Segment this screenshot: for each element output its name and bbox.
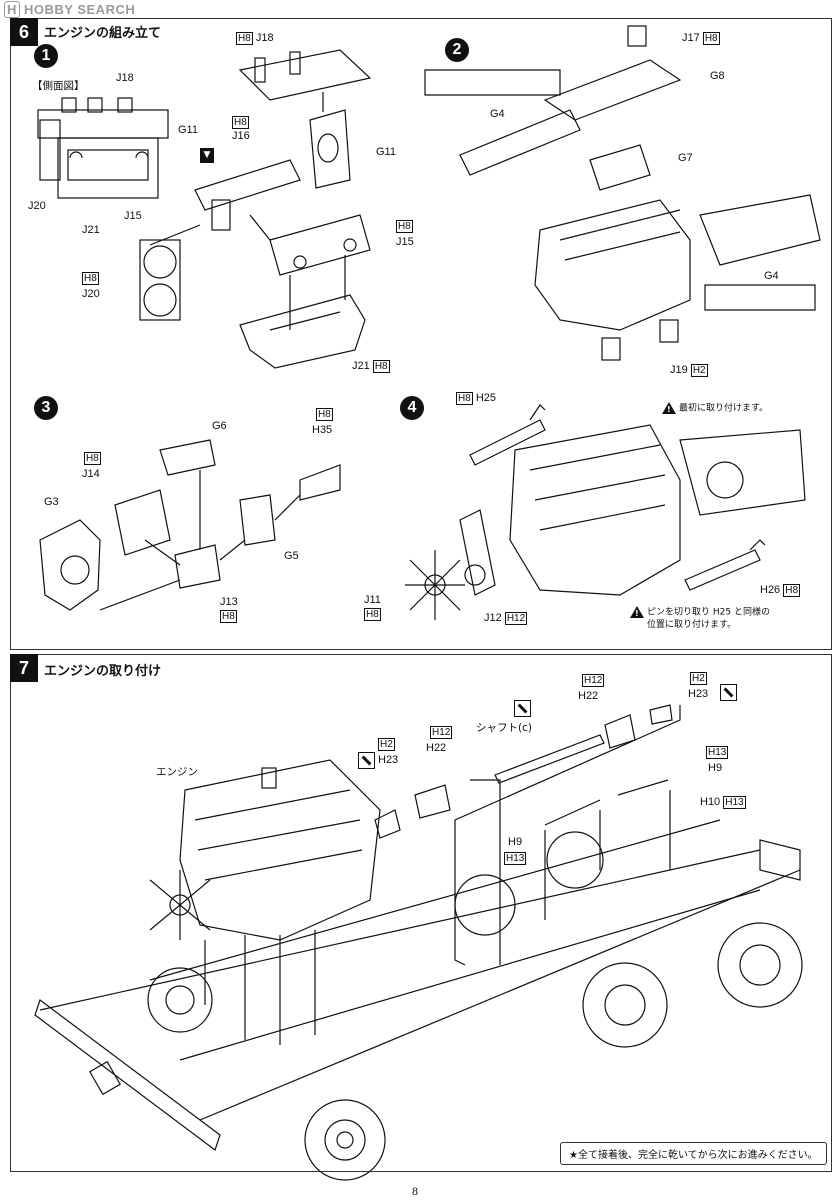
label-h8-j18: H8 J18 (236, 32, 274, 45)
label-h2-right: H2 (690, 672, 707, 685)
label-j18-side: J18 (116, 72, 134, 84)
label-j12-h12: J12 H12 (484, 612, 528, 625)
label-h13-bottom: H13 (504, 852, 527, 865)
label-h9-bottom: H9 (508, 836, 523, 848)
label-j19-h2: J19 H2 (670, 364, 708, 377)
label-j20: J20 (82, 288, 100, 300)
label-h13-top: H13 (706, 746, 729, 759)
label-j14: J14 (82, 468, 100, 480)
label-g5: G5 (284, 550, 299, 562)
label-g3: G3 (44, 496, 59, 508)
step7-frame (10, 654, 832, 1172)
label-h8-j11: H8 (364, 608, 381, 621)
cement-icon (358, 752, 375, 769)
label-h8-h35: H8 (316, 408, 333, 421)
cement-icon (514, 700, 531, 717)
side-view-label: 【側面図】 (32, 80, 85, 92)
note-first-install: 最初に取り付けます。 (662, 402, 768, 416)
watermark: H HOBBY SEARCH (4, 1, 135, 18)
label-h35: H35 (312, 424, 333, 436)
label-h8-j15: H8 (396, 220, 413, 233)
substep-3: 3 (34, 396, 58, 420)
label-j17-h8: J17 H8 (682, 32, 720, 45)
label-g6: G6 (212, 420, 227, 432)
label-g8: G8 (710, 70, 725, 82)
footnote: ★全て接着後、完全に乾いてから次にお進みください。 (560, 1142, 827, 1165)
label-h9-top: H9 (708, 762, 723, 774)
step6-number: 6 (10, 18, 38, 46)
label-h12-right: H12 (582, 674, 605, 687)
label-j15-side: J15 (124, 210, 142, 222)
warning-icon (662, 402, 676, 416)
step6-frame (10, 18, 832, 650)
label-h8-j13: H8 (220, 610, 237, 623)
label-shaft: シャフト(c) (476, 722, 532, 734)
label-h26-h8: H26 H8 (760, 584, 801, 597)
label-h2-left: H2 (378, 738, 395, 751)
label-h8-j16: H8 (232, 116, 249, 129)
step7-title: エンジンの取り付け (44, 664, 162, 679)
label-j15: J15 (396, 236, 414, 248)
substep-2: 2 (445, 38, 469, 62)
label-g7: G7 (678, 152, 693, 164)
label-h8-h25: H8 H25 (456, 392, 497, 405)
label-h22-right: H22 (578, 690, 599, 702)
label-h8-j20: H8 (82, 272, 99, 285)
glue-icon: ▼ (200, 148, 214, 163)
label-g4-right: G4 (764, 270, 779, 282)
label-g11-side: G11 (178, 124, 198, 136)
label-h22-left: H22 (426, 742, 447, 754)
label-h12-left: H12 (430, 726, 453, 739)
substep-1: 1 (34, 44, 58, 68)
label-h10-h13: H10 H13 (700, 796, 746, 809)
label-j11: J11 (364, 594, 381, 606)
label-j16: J16 (232, 130, 250, 142)
warning-icon (630, 606, 644, 620)
label-h23-right: H23 (688, 688, 709, 700)
label-engine: エンジン (156, 766, 198, 778)
substep-4: 4 (400, 396, 424, 420)
label-j20-side: J20 (28, 200, 46, 212)
label-g4-top: G4 (490, 108, 505, 120)
label-h8-j14: H8 (84, 452, 101, 465)
note-pin: ピンを切り取り H25 と同様の 位置に取り付けます。 (630, 606, 770, 631)
label-j21-h8: J21 H8 (352, 360, 390, 373)
label-h23-left: H23 (378, 754, 399, 766)
label-g11: G11 (376, 146, 396, 158)
label-j13: J13 (220, 596, 238, 608)
step6-title: エンジンの組み立て (44, 26, 162, 41)
step7-number: 7 (10, 654, 38, 682)
cement-icon (720, 684, 737, 701)
page-number: 8 (412, 1184, 418, 1198)
label-j21-side: J21 (82, 224, 100, 236)
